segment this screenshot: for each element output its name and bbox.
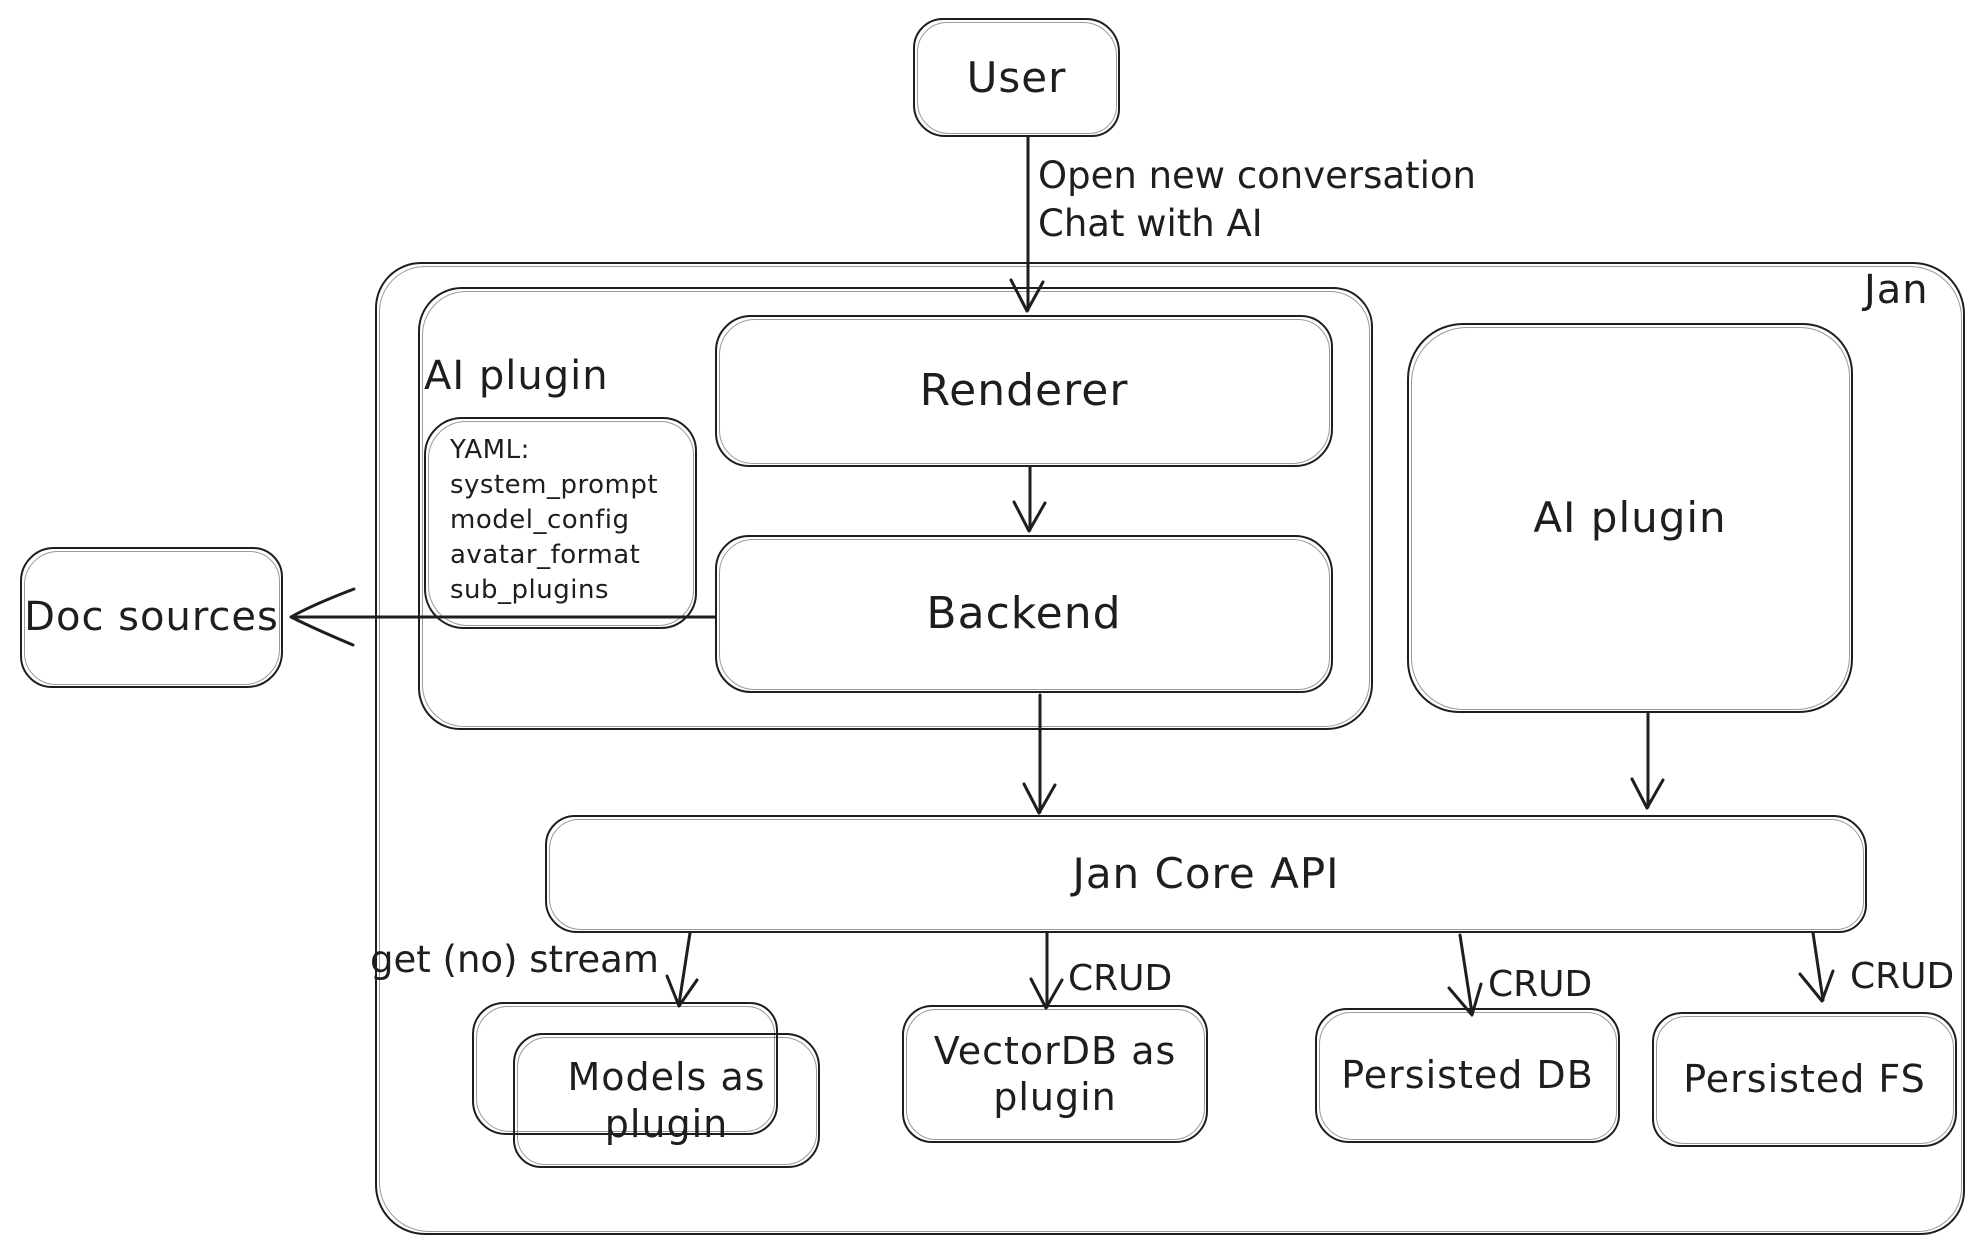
yaml-line-system-prompt: system_prompt [450, 470, 659, 500]
renderer-node: Renderer [715, 315, 1333, 467]
user-to-renderer-edge-label-line2: Chat with AI [1038, 202, 1263, 245]
models-as-plugin-back-box [472, 1002, 778, 1135]
crud-vectordb-edge-label: CRUD [1068, 958, 1173, 999]
jan-core-api-node: Jan Core API [545, 815, 1867, 933]
get-no-stream-edge-label: get (no) stream [370, 938, 659, 981]
ai-plugin-right-node-label: AI plugin [1533, 493, 1727, 543]
user-node-label: User [966, 52, 1067, 102]
persisted-db-node-label: Persisted DB [1341, 1053, 1594, 1098]
vectordb-as-plugin-node-label: VectorDB as plugin [933, 1028, 1177, 1119]
ai-plugin-left-label: AI plugin [424, 353, 609, 399]
yaml-note-box: YAML: system_prompt model_config avatar_… [424, 417, 697, 629]
vectordb-as-plugin-node: VectorDB as plugin [902, 1005, 1208, 1143]
persisted-db-node: Persisted DB [1315, 1008, 1620, 1143]
ai-plugin-left-container-box [418, 287, 1373, 730]
renderer-node-label: Renderer [919, 365, 1129, 417]
crud-persisted-db-edge-label: CRUD [1488, 964, 1593, 1005]
crud-persisted-fs-edge-label: CRUD [1850, 956, 1955, 997]
backend-node-label: Backend [926, 588, 1122, 640]
user-to-renderer-edge-label: Open new conversation Chat with AI [1038, 152, 1476, 248]
jan-container-label: Jan [1864, 267, 1929, 313]
user-to-renderer-edge-label-line1: Open new conversation [1038, 154, 1476, 197]
backend-node: Backend [715, 535, 1333, 693]
jan-core-api-node-label: Jan Core API [1072, 849, 1340, 899]
yaml-line-title: YAML: [450, 435, 530, 465]
persisted-fs-node: Persisted FS [1652, 1012, 1957, 1147]
jan-container-box [375, 262, 1965, 1235]
ai-plugin-right-node: AI plugin [1407, 323, 1853, 713]
models-as-plugin-node-label: Models as plugin [567, 1055, 766, 1146]
doc-sources-node-label: Doc sources [24, 594, 279, 641]
yaml-line-avatar-format: avatar_format [450, 540, 641, 570]
persisted-fs-node-label: Persisted FS [1683, 1057, 1926, 1102]
user-node: User [913, 18, 1120, 137]
yaml-line-sub-plugins: sub_plugins [450, 575, 609, 605]
yaml-line-model-config: model_config [450, 505, 630, 535]
doc-sources-node: Doc sources [20, 547, 283, 688]
models-as-plugin-node: Models as plugin [513, 1033, 820, 1168]
